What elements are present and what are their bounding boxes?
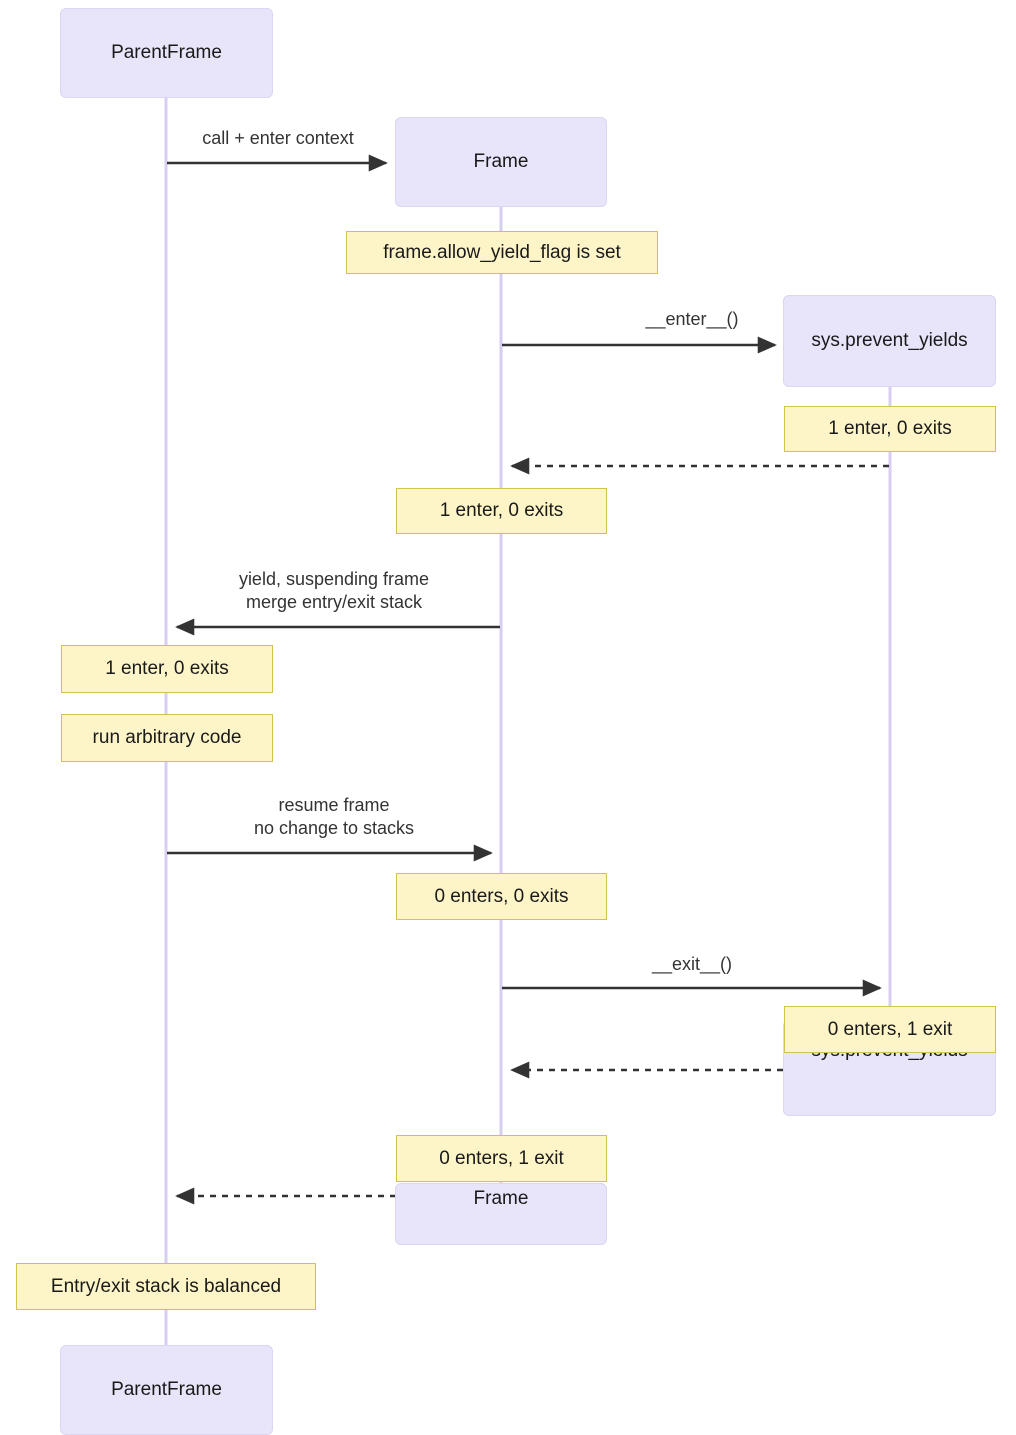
actor-frame-top[interactable]: Frame [395,117,607,207]
message-label-resume-frame: resume frame no change to stacks [253,795,415,839]
actor-sys-prevent-yields-top[interactable]: sys.prevent_yields [783,295,996,387]
message-label-exit: __exit__() [651,954,733,974]
actor-frame-bottom[interactable]: Frame [395,1183,607,1245]
note-parent-1-enter-0-exits: 1 enter, 0 exits [61,645,273,693]
message-label-enter: __enter__() [645,309,739,329]
message-label-yield-suspending-frame: yield, suspending frame merge entry/exit… [238,569,430,613]
actor-label: Frame [473,151,529,172]
note-text: Entry/exit stack is balanced [50,1275,282,1297]
note-text: 0 enters, 0 exits [434,885,569,907]
note-text: run arbitrary code [92,727,242,748]
message-label-call-enter-context: call + enter context [202,128,354,148]
note-text: 0 enters, 1 exit [439,1147,564,1169]
actor-label: Frame [473,1188,529,1209]
note-allow-yield-flag: frame.allow_yield_flag is set [346,231,658,274]
actor-parentframe-top[interactable]: ParentFrame [60,8,273,98]
note-text: 1 enter, 0 exits [439,500,564,521]
note-text: frame.allow_yield_flag is set [383,241,621,263]
actor-label: ParentFrame [111,1379,222,1400]
note-entry-exit-balanced: Entry/exit stack is balanced [16,1263,316,1310]
note-text: 0 enters, 1 exit [827,1018,953,1040]
note-frame-1-enter-0-exits: 1 enter, 0 exits [396,488,607,534]
note-sys-0-enters-1-exit: 0 enters, 1 exit [784,1006,996,1053]
note-frame-0-enters-1-exit: 0 enters, 1 exit [396,1135,607,1182]
note-text: 1 enter, 0 exits [105,658,229,679]
note-sys-1-enter-0-exits: 1 enter, 0 exits [784,406,996,452]
note-run-arbitrary-code: run arbitrary code [61,714,273,762]
actor-label: ParentFrame [111,42,222,63]
actor-label: sys.prevent_yields [811,330,968,351]
note-frame-0-enters-0-exits: 0 enters, 0 exits [396,873,607,920]
note-text: 1 enter, 0 exits [828,418,952,439]
actor-parentframe-bottom[interactable]: ParentFrame [60,1345,273,1435]
message-arrows [167,154,889,1205]
